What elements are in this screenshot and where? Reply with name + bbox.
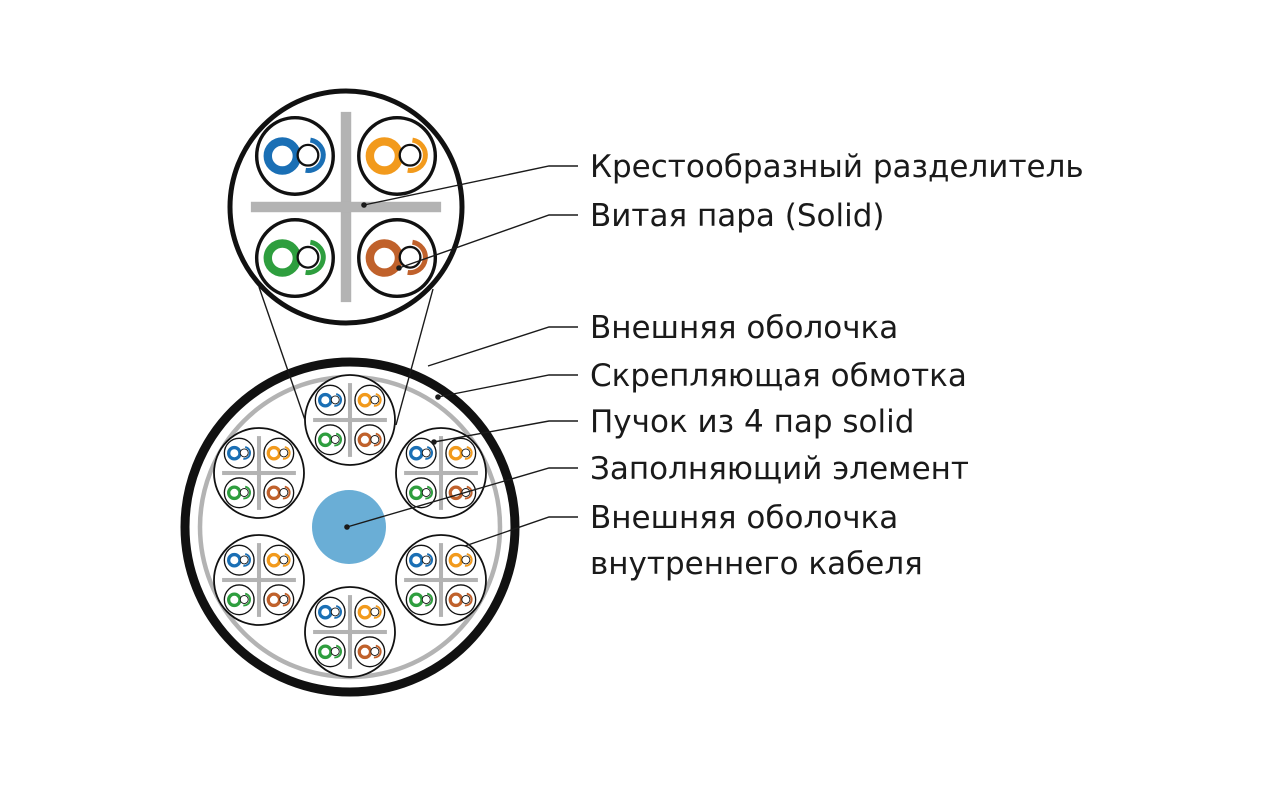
- label-inner-jacket-line2: внутреннего кабеля: [590, 546, 923, 582]
- twisted-pair-blue: [254, 115, 335, 196]
- twisted-pair-green: [405, 477, 437, 509]
- leader-inner-jacket: [464, 516, 578, 547]
- twisted-pair-brown: [445, 477, 477, 509]
- twisted-pair-brown: [445, 584, 477, 616]
- twisted-pair-orange: [354, 384, 386, 416]
- bundles: [213, 374, 487, 678]
- cross-separator: [250, 111, 442, 303]
- cross-separator: [404, 543, 478, 617]
- magnified-bundle-circle: [227, 88, 465, 326]
- label-twisted-pair: Витая пара (Solid): [590, 198, 885, 234]
- twisted-pair-orange: [263, 437, 295, 469]
- twisted-pair-blue: [314, 384, 346, 416]
- zoom-line-left: [258, 286, 306, 421]
- twisted-pair-orange: [354, 596, 386, 628]
- zoom-line-right: [395, 288, 434, 426]
- leader-filler: [346, 467, 578, 528]
- leader-outer-jacket: [427, 326, 578, 367]
- twisted-pair-green: [314, 636, 346, 668]
- label-inner-jacket-line1: Внешняя оболочка: [590, 500, 898, 536]
- twisted-pair-green: [405, 584, 437, 616]
- twisted-pair-orange: [445, 437, 477, 469]
- leader-cross-separator: [363, 165, 578, 206]
- bundle-2: [213, 427, 305, 519]
- cross-separator: [222, 543, 296, 617]
- label-bundle: Пучок из 4 пар solid: [590, 404, 914, 440]
- callouts: Крестообразный разделитель Витая пара (S…: [344, 149, 1084, 582]
- cross-separator: [313, 383, 387, 457]
- bundle-5: [395, 534, 487, 626]
- twisted-pair-orange: [445, 544, 477, 576]
- twisted-pair-orange: [357, 115, 438, 196]
- cable-cross-section: [180, 357, 520, 697]
- label-binding-wrap: Скрепляющая обмотка: [590, 358, 967, 394]
- zoom-connector-lines: [258, 286, 434, 426]
- bundle-3: [395, 427, 487, 519]
- twisted-pair-blue: [223, 544, 255, 576]
- label-filler: Заполняющий элемент: [590, 451, 969, 487]
- cross-separator: [222, 436, 296, 510]
- twisted-pair-green: [314, 424, 346, 456]
- bundle-1: [304, 374, 396, 466]
- twisted-pair-blue: [223, 437, 255, 469]
- twisted-pair-green: [254, 218, 335, 299]
- twisted-pair-blue: [314, 596, 346, 628]
- twisted-pair-blue: [405, 437, 437, 469]
- twisted-pair-green: [223, 584, 255, 616]
- twisted-pair-brown: [354, 636, 386, 668]
- label-outer-jacket: Внешняя оболочка: [590, 310, 898, 346]
- leader-twisted-pair: [398, 214, 578, 269]
- leader-binding-wrap: [437, 374, 578, 398]
- cross-separator: [313, 595, 387, 669]
- twisted-pair-brown: [263, 477, 295, 509]
- magnified-bundle: [227, 88, 465, 326]
- label-cross-separator: Крестообразный разделитель: [590, 149, 1084, 185]
- twisted-pair-brown: [354, 424, 386, 456]
- twisted-pair-brown: [357, 218, 438, 299]
- leader-bundle: [433, 420, 578, 443]
- bundle-6: [304, 586, 396, 678]
- twisted-pair-brown: [263, 584, 295, 616]
- twisted-pair-green: [223, 477, 255, 509]
- twisted-pair-orange: [263, 544, 295, 576]
- bundle-4: [213, 534, 305, 626]
- cross-separator: [404, 436, 478, 510]
- twisted-pair-blue: [405, 544, 437, 576]
